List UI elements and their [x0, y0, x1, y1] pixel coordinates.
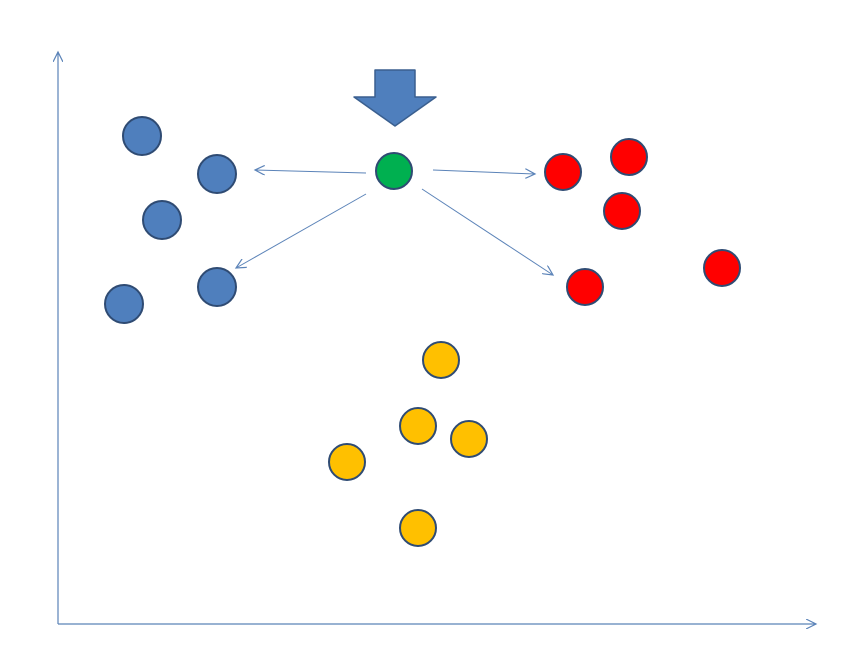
yellow-point [399, 407, 437, 445]
yellow-point [328, 443, 366, 481]
down-arrow-icon [353, 69, 437, 127]
blue-point [104, 284, 144, 324]
neighbor-links [236, 170, 553, 275]
yellow-point [399, 509, 437, 547]
red-point [566, 268, 604, 306]
blue-point [197, 267, 237, 307]
red-point [603, 192, 641, 230]
red-cluster [544, 138, 741, 306]
link-to-red-lower [421, 188, 553, 275]
blue-cluster [104, 116, 237, 324]
red-point [703, 249, 741, 287]
yellow-point [422, 341, 460, 379]
axes [58, 52, 816, 624]
blue-point [122, 116, 162, 156]
link-to-blue-upper [255, 170, 367, 173]
blue-point [197, 154, 237, 194]
red-point [610, 138, 648, 176]
yellow-cluster [328, 341, 488, 547]
red-point [544, 153, 582, 191]
query-point [375, 152, 413, 190]
link-to-blue-lower [236, 193, 367, 268]
blue-point [142, 200, 182, 240]
link-to-red-upper [432, 170, 535, 174]
yellow-point [450, 420, 488, 458]
